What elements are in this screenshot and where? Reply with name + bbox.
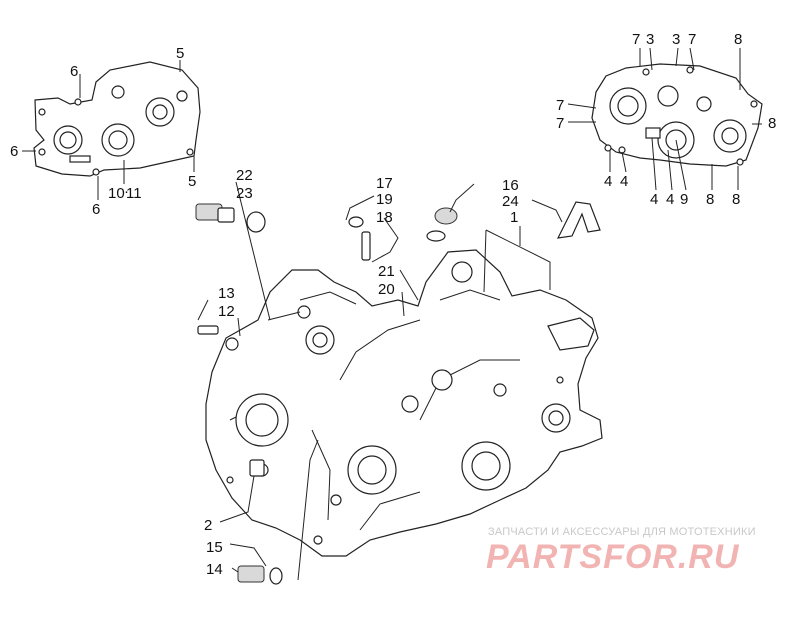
callout-4-d: 4 — [666, 191, 674, 208]
callout-23: 23 — [236, 185, 253, 202]
callout-4-a: 4 — [604, 173, 612, 190]
callout-8-top: 8 — [734, 31, 742, 48]
callout-10: 10 — [108, 185, 125, 202]
callout-13: 13 — [218, 285, 235, 302]
callout-19: 19 — [376, 191, 393, 208]
callout-17: 17 — [376, 175, 393, 192]
main-crankcase — [205, 249, 603, 557]
callout-4-b: 4 — [620, 173, 628, 190]
callout-21: 21 — [378, 263, 395, 280]
callout-8-mid: 8 — [706, 191, 714, 208]
callout-7-a: 7 — [632, 31, 640, 48]
callout-7-d: 7 — [556, 115, 564, 132]
drain-plug-22 — [195, 203, 235, 223]
callout-5-top: 5 — [176, 45, 184, 62]
callout-16: 16 — [502, 177, 519, 194]
callout-12: 12 — [218, 303, 235, 320]
callout-7-c: 7 — [556, 97, 564, 114]
bracket-16 — [556, 201, 601, 239]
callout-3-a: 3 — [646, 31, 654, 48]
callout-labels: 6 6 6 5 5 10 11 · 7 3 3 7 8 7 7 8 4 4 4 … — [10, 31, 776, 578]
callout-14: 14 — [206, 561, 223, 578]
callout-24: 24 — [502, 193, 519, 210]
plug-17 — [434, 207, 458, 225]
callout-7-b: 7 — [688, 31, 696, 48]
watermark-caption: ЗАПЧАСТИ И АКСЕССУАРЫ ДЛЯ МОТОТЕХНИКИ — [488, 526, 756, 538]
callout-20: 20 — [378, 281, 395, 298]
callout-15: 15 — [206, 539, 223, 556]
washer-12 — [225, 337, 239, 351]
watermark-brand: PARTSFOR.RU — [486, 538, 740, 576]
left-case-cover — [33, 61, 201, 177]
callout-8-right: 8 — [768, 115, 776, 132]
callout-2: 2 — [204, 517, 212, 534]
right-case-cover — [591, 63, 763, 167]
washer-19 — [348, 216, 364, 228]
washer-23 — [246, 211, 266, 233]
callout-4-c: 4 — [650, 191, 658, 208]
callout-5-bottom: 5 — [188, 173, 196, 190]
callout-9: 9 — [680, 191, 688, 208]
callout-22: 22 — [236, 167, 253, 184]
bolt-18 — [361, 231, 371, 261]
callout-1: 1 — [510, 209, 518, 226]
washer-15 — [269, 567, 283, 585]
leader-lines — [22, 47, 762, 581]
svg-text:·: · — [124, 183, 129, 200]
callout-6-top: 6 — [70, 63, 78, 80]
callout-6-left: 6 — [10, 143, 18, 160]
callout-6-bottom: 6 — [92, 201, 100, 218]
oring-24 — [426, 230, 446, 242]
drain-plug-14 — [237, 565, 265, 583]
callout-3-b: 3 — [672, 31, 680, 48]
dowel-2 — [249, 459, 265, 477]
callout-18: 18 — [376, 209, 393, 226]
callout-11: 11 — [126, 185, 142, 202]
bolt-13 — [197, 325, 219, 335]
callout-8-bottom: 8 — [732, 191, 740, 208]
